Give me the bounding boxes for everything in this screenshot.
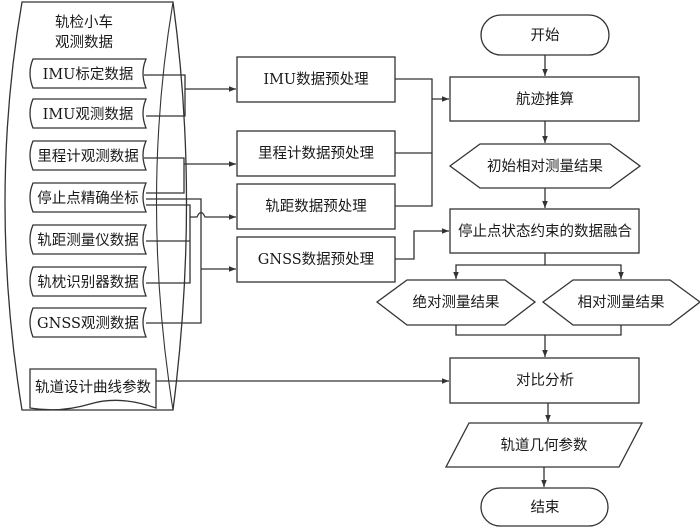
preprocess-label: 里程计数据预处理 [258, 145, 374, 162]
connectors-middle [395, 78, 449, 260]
initial-relative-result: 初始相对测量结果 [448, 143, 642, 189]
data-source-stop-coords: 停止点精确坐标 [29, 182, 147, 213]
data-source-odometer-obs: 里程计观测数据 [29, 140, 147, 171]
end-label: 结束 [531, 499, 560, 516]
absolute-result: 绝对测量结果 [375, 279, 537, 326]
connectors-left [144, 74, 449, 384]
data-source-sleeper-data: 轨枕识别器数据 [29, 266, 147, 297]
data-source-gauge-data: 轨距测量仪数据 [29, 224, 147, 255]
data-source-imu-calib: IMU标定数据 [29, 58, 147, 89]
data-source-label: 里程计观测数据 [37, 148, 139, 165]
container-title-line1: 轨检小车 [55, 14, 113, 31]
absolute-result-label: 绝对测量结果 [413, 294, 500, 311]
fusion-process: 停止点状态约束的数据融合 [449, 208, 640, 254]
relative-result: 相对测量结果 [541, 279, 700, 326]
preprocess-odometer: 里程计数据预处理 [236, 130, 396, 177]
data-source-label: 停止点精确坐标 [37, 190, 139, 207]
data-source-gnss-obs: GNSS观测数据 [29, 307, 147, 338]
initial-relative-label: 初始相对测量结果 [487, 158, 603, 175]
fusion-label: 停止点状态约束的数据融合 [458, 223, 632, 240]
data-source-imu-obs: IMU观测数据 [29, 98, 147, 129]
data-source-label: GNSS观测数据 [37, 315, 139, 332]
data-source-label: 轨枕识别器数据 [37, 274, 139, 291]
dead-reckoning-process: 航迹推算 [449, 76, 640, 122]
end-terminal: 结束 [480, 487, 609, 527]
data-source-label: IMU观测数据 [43, 106, 134, 123]
relative-result-label: 相对测量结果 [578, 294, 665, 311]
geometry-params-output: 轨道几何参数 [444, 422, 644, 468]
start-terminal: 开始 [480, 14, 610, 56]
preprocess-gauge: 轨距数据预处理 [236, 183, 396, 230]
start-label: 开始 [531, 27, 560, 44]
container-inner-arc [155, 1, 174, 411]
geometry-params-label: 轨道几何参数 [501, 437, 588, 454]
design-params-document: 轨道设计曲线参数 [29, 368, 157, 411]
comparison-label: 对比分析 [516, 372, 574, 389]
dead-reckoning-label: 航迹推算 [516, 91, 574, 108]
preprocess-gnss: GNSS数据预处理 [236, 236, 396, 283]
design-params-label: 轨道设计曲线参数 [35, 379, 151, 396]
preprocess-label: IMU数据预处理 [263, 71, 369, 88]
comparison-process: 对比分析 [449, 357, 640, 404]
data-source-label: 轨距测量仪数据 [37, 232, 139, 249]
preprocess-label: GNSS数据预处理 [258, 251, 375, 268]
preprocess-label: 轨距数据预处理 [265, 198, 367, 215]
container-title-line2: 观测数据 [55, 34, 113, 51]
data-source-label: IMU标定数据 [43, 66, 134, 83]
connector-fusion-split-right [545, 264, 624, 279]
connector-fusion-split-left [453, 253, 546, 279]
connector-results-merge [455, 325, 622, 336]
preprocess-imu: IMU数据预处理 [236, 56, 396, 103]
